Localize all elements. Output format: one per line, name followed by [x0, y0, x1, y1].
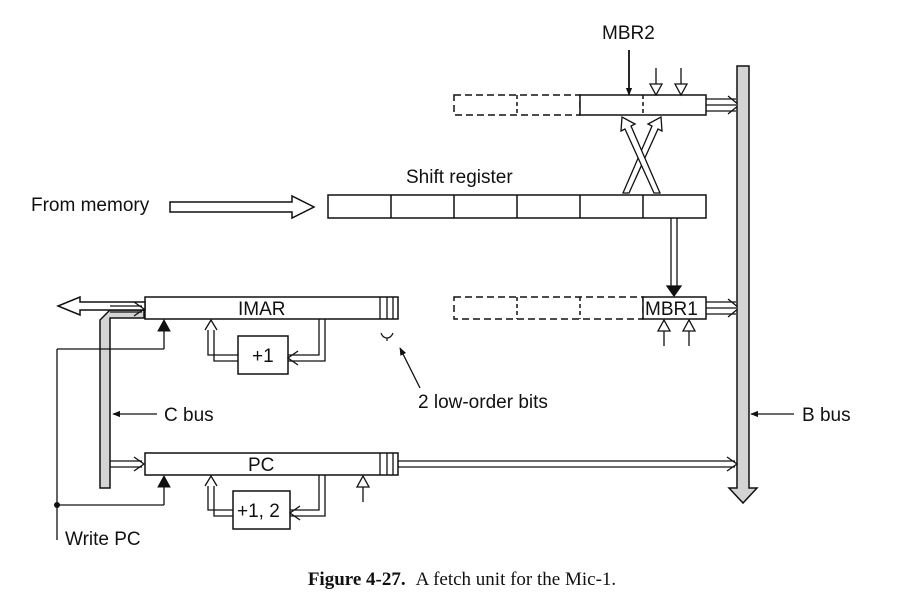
mbr1-dashed-extension [453, 296, 644, 320]
figure-caption: Figure 4-27. A fetch unit for the Mic-1. [308, 569, 616, 590]
pc-incrementer [232, 490, 291, 530]
mbr2-register [453, 94, 707, 116]
figure-number: Figure 4-27. [308, 569, 406, 590]
mbr2-control-arrows [648, 68, 689, 97]
mbr2-label: MBR2 [602, 23, 655, 44]
pc-to-bbus-arrow [398, 456, 739, 472]
shift-register-label: Shift register [406, 167, 513, 188]
shift-to-mbr2-cross-arrows [620, 115, 663, 194]
imar-load-arrow [157, 318, 171, 332]
imar-to-memory-arrow [56, 295, 146, 317]
pc-load-arrow [157, 474, 171, 488]
from-memory-label: From memory [31, 195, 150, 216]
mbr1-to-bbus-arrow [706, 298, 741, 318]
pc-incrementer-label: +1, 2 [237, 501, 280, 522]
from-memory-arrow [169, 194, 316, 220]
pc-label: PC [248, 455, 274, 476]
b-bus [727, 65, 759, 505]
imar-incrementer-label: +1 [252, 346, 274, 367]
imar-incrementer-loop [204, 318, 326, 366]
c-bus [99, 309, 145, 489]
imar-label: IMAR [238, 299, 286, 320]
b-bus-label: B bus [802, 405, 851, 426]
figure-text: A fetch unit for the Mic-1. [416, 569, 617, 590]
cbus-to-imar-arrow [110, 301, 146, 317]
low-order-bits-brace [380, 332, 394, 341]
cbus-to-pc-arrow [110, 456, 146, 472]
pc-incrementer-loop [204, 474, 326, 521]
low-order-bits-label: 2 low-order bits [418, 392, 548, 413]
mbr2-to-bbus-arrow [706, 95, 741, 115]
write-pc-label: Write PC [65, 529, 141, 550]
low-order-bits-pointer [399, 347, 421, 389]
mbr1-control-arrows [656, 318, 697, 346]
shift-to-mbr1-arrow [665, 218, 683, 298]
mbr1-label: MBR1 [645, 299, 698, 320]
c-bus-label: C bus [164, 405, 214, 426]
pc-low-order-input-arrow [355, 474, 371, 502]
shift-register [327, 194, 707, 219]
write-pc-junction [54, 502, 60, 508]
imar-incrementer [237, 335, 289, 375]
